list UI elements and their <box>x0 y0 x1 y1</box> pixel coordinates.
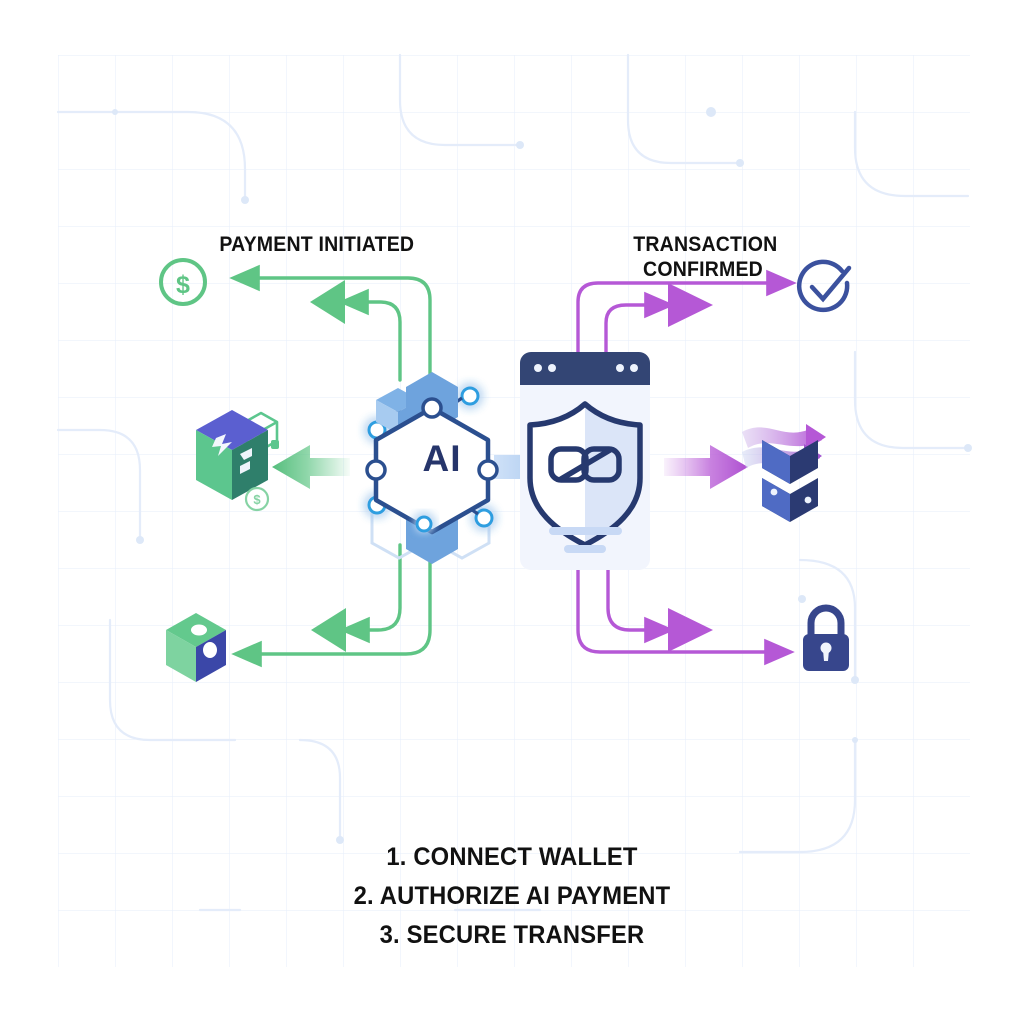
svg-text:$: $ <box>176 271 190 299</box>
step-item-3: 3. SECURE TRANSFER <box>379 921 645 949</box>
arrow-device-to-lock-inner <box>606 568 675 644</box>
arrow-ai-to-dice-upper <box>339 543 402 644</box>
wallet-cube-icon: $ <box>196 410 279 512</box>
link-chain-icon <box>548 446 622 483</box>
arrow-device-to-blocks <box>664 445 748 489</box>
flow-label-payment-initiated: PAYMENT INITIATED <box>219 233 415 256</box>
asset-cube-icon <box>166 613 226 682</box>
arrow-device-to-check <box>576 269 797 357</box>
green-arrowheads <box>310 280 346 652</box>
window-dot <box>548 364 556 372</box>
arrow-device-to-check-inner <box>604 291 675 358</box>
arrow-device-to-lock <box>576 568 795 666</box>
placeholder-bar <box>549 527 622 535</box>
flow-label-transaction-confirmed: TRANSACTION CONFIRMED <box>633 232 778 282</box>
window-dot <box>534 364 542 372</box>
secure-transaction-window <box>520 352 650 570</box>
blockchain-stack-icon <box>742 424 826 522</box>
ai-network-node <box>365 372 499 564</box>
step-item-2: 2. AUTHORIZE AI PAYMENT <box>353 882 671 910</box>
purple-arrowheads <box>668 283 713 652</box>
ai-node-label: AI <box>422 438 462 479</box>
arrow-ai-to-dollar <box>229 264 432 377</box>
arrow-ai-to-wallet-upper <box>338 288 402 382</box>
arrow-center-to-wallet <box>272 445 350 489</box>
arrow-ai-to-dice-lower <box>231 546 432 668</box>
window-dot <box>630 364 638 372</box>
check-circle-icon <box>796 259 852 313</box>
svg-text:$: $ <box>253 492 261 507</box>
flow-label-line-2: CONFIRMED <box>643 258 763 281</box>
step-item-1: 1. CONNECT WALLET <box>386 843 638 871</box>
dollar-coin-icon: $ <box>159 258 207 306</box>
placeholder-bar <box>564 545 606 553</box>
window-dot <box>616 364 624 372</box>
padlock-icon <box>803 604 849 671</box>
flow-label-line-1: TRANSACTION <box>633 233 778 256</box>
